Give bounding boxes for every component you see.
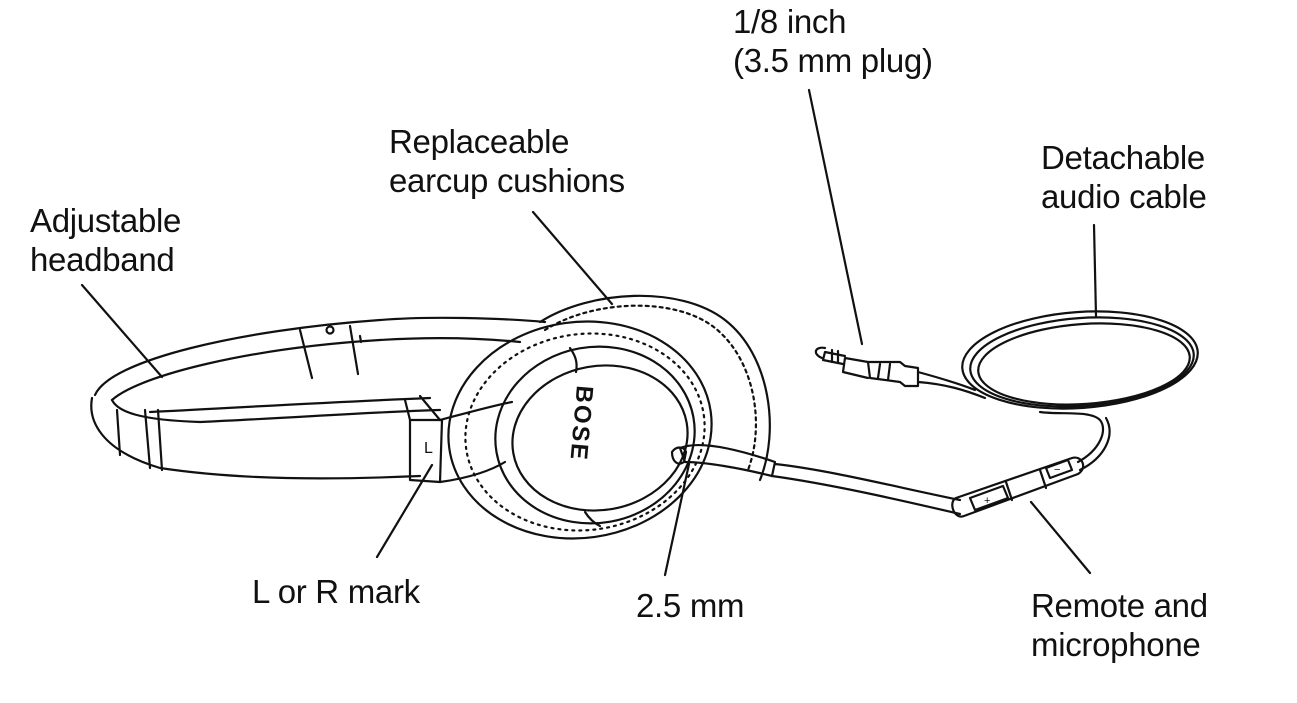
- label-cable: Detachable audio cable: [1041, 138, 1207, 216]
- label-mark: L or R mark: [252, 572, 420, 611]
- label-remote-line-2: microphone: [1031, 626, 1201, 663]
- label-remote-line-1: Remote and: [1031, 587, 1208, 624]
- label-jack-line-1: 2.5 mm: [636, 587, 745, 624]
- earcup-cushion-drawing: [447, 294, 771, 540]
- leader-lines: [80, 88, 1098, 577]
- headband-drawing: [90, 316, 547, 484]
- label-plug: 1/8 inch (3.5 mm plug): [733, 2, 933, 80]
- label-cable-line-1: Detachable: [1041, 139, 1205, 176]
- brand-logo: BOSE: [564, 384, 598, 462]
- label-cushions: Replaceable earcup cushions: [389, 122, 625, 200]
- label-remote: Remote and microphone: [1031, 586, 1208, 664]
- label-mark-line-1: L or R mark: [252, 573, 420, 610]
- label-headband: Adjustable headband: [30, 201, 181, 279]
- label-cushions-line-1: Replaceable: [389, 123, 570, 160]
- label-headband-line-2: headband: [30, 241, 175, 278]
- remote-minus-glyph: −: [1054, 464, 1060, 476]
- label-cable-line-2: audio cable: [1041, 178, 1207, 215]
- side-mark-glyph: L: [424, 440, 433, 457]
- label-plug-line-2: (3.5 mm plug): [733, 42, 933, 79]
- label-plug-line-1: 1/8 inch: [733, 3, 847, 40]
- remote-plus-glyph: +: [984, 495, 990, 507]
- label-jack: 2.5 mm: [636, 586, 745, 625]
- label-cushions-line-2: earcup cushions: [389, 162, 625, 199]
- cable-drawing: [670, 310, 1199, 518]
- label-headband-line-1: Adjustable: [30, 202, 182, 239]
